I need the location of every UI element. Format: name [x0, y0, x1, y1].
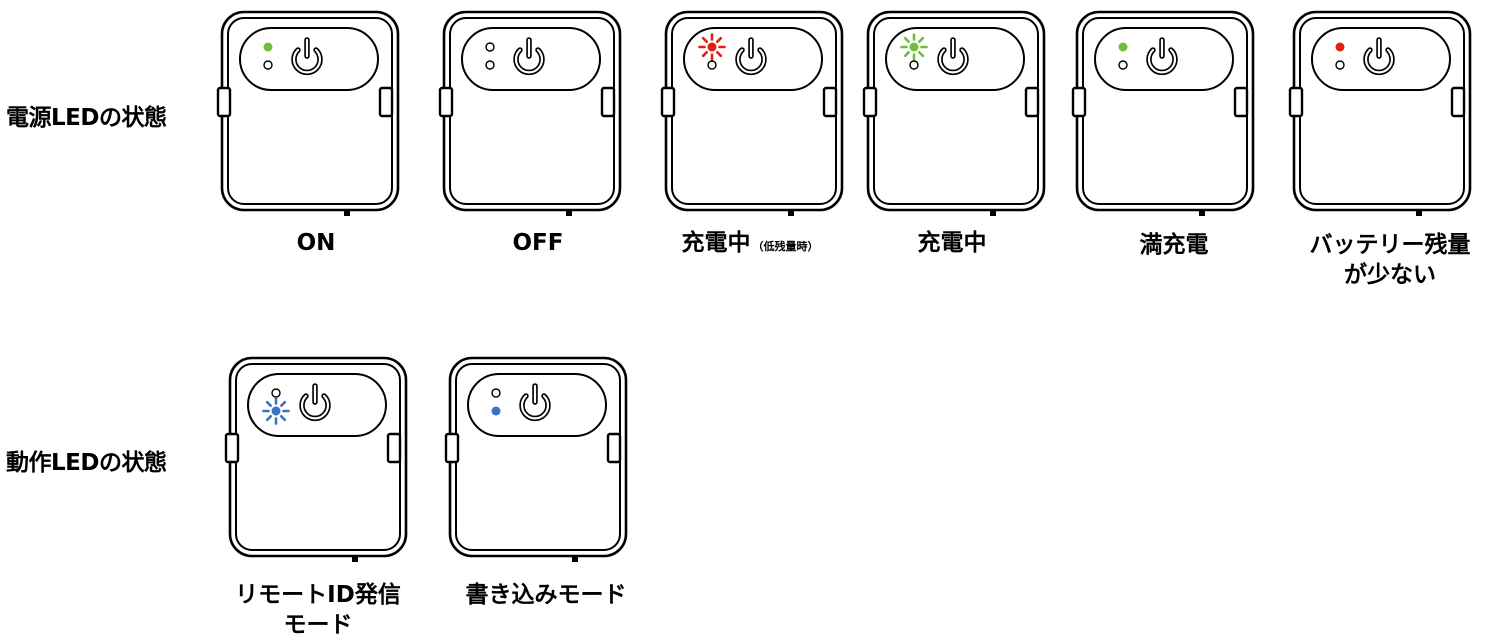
power-icon [735, 37, 767, 76]
indicator-panel [885, 27, 1025, 91]
device-illustration [1071, 10, 1255, 216]
device-write-mode [444, 356, 630, 566]
led-lower-icon [707, 60, 717, 70]
row-label-operation-led: 動作LEDの状態 [6, 450, 167, 476]
caption-charging: 充電中 [917, 230, 987, 256]
device-low-battery [1288, 10, 1474, 220]
power-icon [291, 37, 323, 76]
device-charging-low [660, 10, 846, 220]
caption-full-charge: 満充電 [1139, 232, 1209, 258]
caption-low-battery: バッテリー残量 が少ない [1309, 232, 1471, 288]
power-icon [937, 37, 969, 76]
side-clip-right [1233, 86, 1249, 118]
led-upper-icon [1335, 42, 1345, 52]
led-upper-icon [1118, 42, 1128, 52]
led-upper-icon [263, 42, 273, 52]
caption-on: ON [296, 230, 336, 256]
device-illustration [444, 356, 628, 562]
side-clip-right [600, 86, 616, 118]
led-upper-icon [698, 33, 726, 61]
row-label-power-led: 電源LEDの状態 [6, 105, 167, 131]
device-power-on [216, 10, 402, 220]
indicator-panel [1311, 27, 1451, 91]
caption-write-mode: 書き込みモード [465, 582, 627, 608]
power-icon [1363, 37, 1395, 76]
device-illustration [862, 10, 1046, 216]
caption-remote-id: リモートID発信 モード [235, 582, 401, 638]
device-remote-id [224, 356, 410, 566]
side-clip-left [216, 86, 232, 118]
side-clip-right [606, 432, 622, 464]
led-lower-icon [1118, 60, 1128, 70]
device-illustration [438, 10, 622, 216]
power-icon [519, 383, 551, 422]
connector-tab [352, 556, 358, 562]
connector-tab [572, 556, 578, 562]
led-upper-icon [485, 42, 495, 52]
indicator-panel [467, 373, 607, 437]
side-clip-right [822, 86, 838, 118]
device-full-charge [1071, 10, 1257, 220]
device-illustration [216, 10, 400, 216]
side-clip-right [386, 432, 402, 464]
side-clip-left [438, 86, 454, 118]
indicator-panel [239, 27, 379, 91]
power-icon [299, 383, 331, 422]
led-lower-icon [491, 406, 501, 416]
power-icon [513, 37, 545, 76]
device-illustration [1288, 10, 1472, 216]
side-clip-left [224, 432, 240, 464]
device-illustration [660, 10, 844, 216]
device-charging [862, 10, 1048, 220]
connector-tab [990, 210, 996, 216]
indicator-panel [1094, 27, 1234, 91]
side-clip-left [660, 86, 676, 118]
connector-tab [1199, 210, 1205, 216]
device-illustration [224, 356, 408, 562]
led-lower-icon [263, 60, 273, 70]
side-clip-right [378, 86, 394, 118]
led-lower-icon [909, 60, 919, 70]
power-icon [1146, 37, 1178, 76]
side-clip-left [444, 432, 460, 464]
connector-tab [344, 210, 350, 216]
led-upper-icon [900, 33, 928, 61]
side-clip-left [1288, 86, 1304, 118]
side-clip-left [862, 86, 878, 118]
caption-charging-low: 充電中（低残量時） [681, 230, 819, 256]
connector-tab [788, 210, 794, 216]
indicator-panel [683, 27, 823, 91]
side-clip-right [1024, 86, 1040, 118]
led-lower-icon [1335, 60, 1345, 70]
caption-off: OFF [512, 230, 564, 256]
side-clip-right [1450, 86, 1466, 118]
indicator-panel [247, 373, 387, 437]
connector-tab [1416, 210, 1422, 216]
side-clip-left [1071, 86, 1087, 118]
led-upper-icon [491, 388, 501, 398]
connector-tab [566, 210, 572, 216]
led-lower-icon [262, 397, 290, 425]
led-lower-icon [485, 60, 495, 70]
led-upper-icon [271, 388, 281, 398]
device-power-off [438, 10, 624, 220]
indicator-panel [461, 27, 601, 91]
